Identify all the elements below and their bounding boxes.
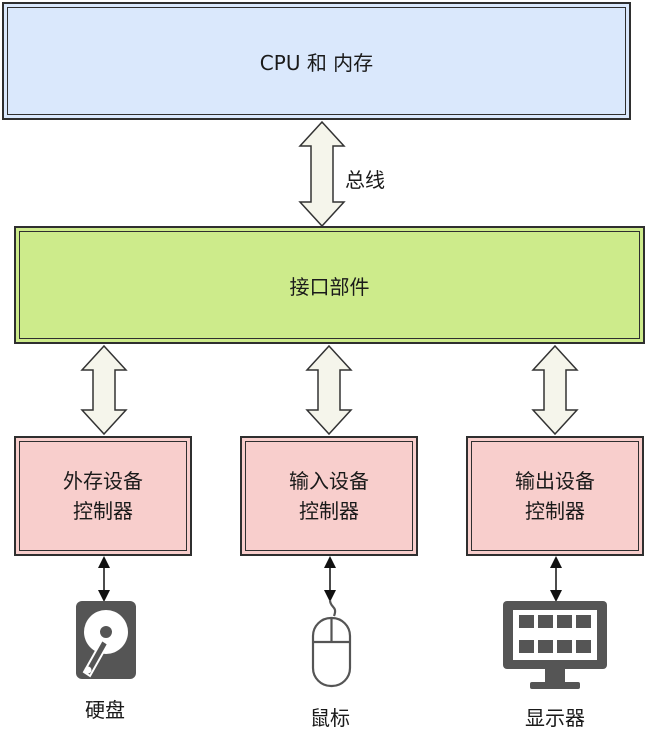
input-controller-label: 输入设备 控制器 (289, 466, 369, 526)
mouse-label: 鼠标 (310, 706, 350, 730)
output-controller-line1: 输出设备 (515, 469, 595, 493)
monitor-label: 显示器 (525, 706, 585, 730)
hard-disk-label: 硬盘 (85, 698, 125, 722)
storage-controller-box: 外存设备 控制器 (14, 436, 192, 556)
input-controller-line1: 输入设备 (289, 469, 369, 493)
cpu-memory-label: CPU 和 内存 (259, 50, 374, 75)
interface-output-arrow (531, 344, 579, 436)
storage-controller-line1: 外存设备 (63, 469, 143, 493)
storage-controller-line2: 控制器 (73, 499, 133, 523)
interface-box: 接口部件 (14, 226, 645, 344)
hard-disk-icon (76, 601, 136, 679)
mouse-icon (311, 599, 352, 688)
input-controller-box: 输入设备 控制器 (240, 436, 418, 556)
interface-storage-arrow (80, 344, 128, 436)
output-controller-label: 输出设备 控制器 (515, 466, 595, 526)
interface-label: 接口部件 (289, 274, 370, 299)
bus-label: 总线 (345, 168, 385, 192)
output-controller-line2: 控制器 (525, 499, 585, 523)
input-controller-line2: 控制器 (299, 499, 359, 523)
storage-controller-label: 外存设备 控制器 (63, 466, 143, 526)
monitor-icon (503, 601, 607, 689)
output-controller-box: 输出设备 控制器 (466, 436, 644, 556)
bus-arrow (298, 120, 346, 228)
interface-input-arrow (305, 344, 353, 436)
cpu-memory-box: CPU 和 内存 (2, 2, 631, 120)
